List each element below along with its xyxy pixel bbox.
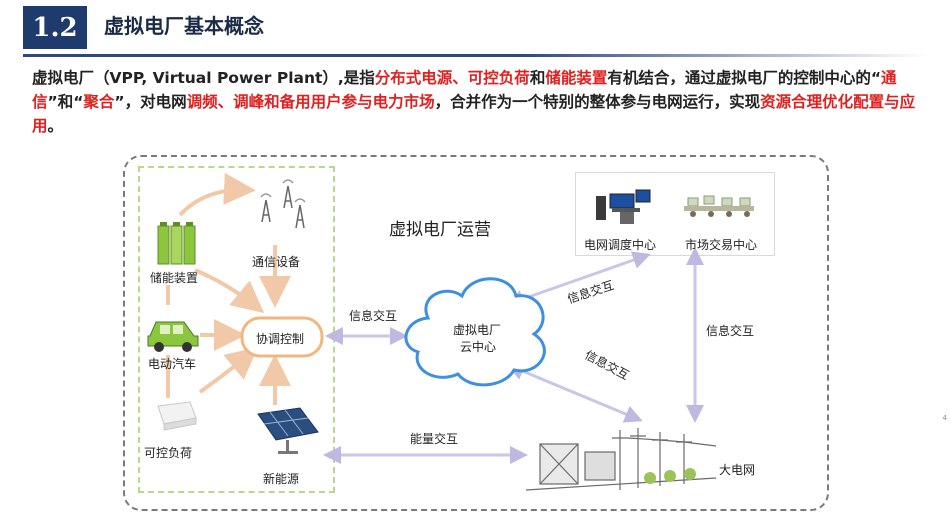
market-center-label: 市场交易中心 [685, 238, 758, 252]
diagram-title: 虚拟电厂运营 [389, 220, 491, 240]
storage-label: 储能装置 [150, 271, 199, 285]
header-divider [23, 54, 928, 57]
intro-highlight: 分布式电源、可控负荷 [374, 69, 530, 87]
battery-icon [157, 222, 196, 265]
intro-text: 有机结合，通过虚拟电厂的控制中心的“ [607, 69, 882, 87]
page-number: 4 [942, 414, 947, 422]
load-device-icon [157, 401, 197, 431]
page-title: 虚拟电厂基本概念 [104, 14, 264, 38]
intro-text: 和 [529, 69, 546, 87]
energy-exchange-label: 能量交互 [410, 432, 459, 446]
controllable-load-label: 可控负荷 [144, 446, 193, 460]
dispatch-center-label: 电网调度中心 [584, 238, 657, 252]
section-number-badge: 1.2 [23, 6, 87, 49]
intro-highlight: 储能装置 [545, 69, 608, 87]
antenna-icon [260, 179, 306, 229]
intro-highlight: 资源合理优化配置与应用 [32, 93, 916, 135]
intro-highlight: 调频、调峰和备用用户参与电力市场 [186, 93, 435, 111]
tree-icon [644, 468, 696, 484]
ev-label: 电动汽车 [148, 357, 197, 371]
coordination-control-box [240, 316, 324, 358]
telecom-label: 通信设备 [252, 255, 301, 269]
substation-icon [525, 428, 717, 491]
intro-text: ，合并作为一个特别的整体参与电网运行，实现 [434, 93, 761, 111]
intro-paragraph: 虚拟电厂（VPP, Virtual Power Plant）,是指分布式电源、可… [32, 66, 924, 138]
intro-text: 。 [47, 117, 64, 135]
resource-to-control-arrows [166, 172, 291, 405]
electric-car-icon [147, 321, 199, 352]
cloud-label-line1: 虚拟电厂 [453, 323, 502, 337]
new-energy-label: 新能源 [263, 472, 300, 486]
intro-highlight: 聚合 [83, 93, 115, 111]
intro-text: ”和“ [47, 93, 84, 111]
vpp-diagram-frame [123, 155, 829, 511]
info-exchange-left-label: 信息交互 [349, 309, 398, 323]
info-exchange-right-label: 信息交互 [706, 324, 755, 338]
trading-center-icon [684, 195, 754, 217]
intro-highlight: 通信 [32, 69, 897, 111]
cloud-label-line2: 云中心 [460, 340, 497, 354]
solar-panel-icon [257, 407, 319, 454]
control-centers-frame [575, 172, 775, 256]
dispatch-center-icon [596, 189, 651, 224]
intro-text: 虚拟电厂（VPP, Virtual Power Plant）,是指 [32, 69, 375, 87]
cloud-center-icon [404, 277, 546, 387]
intro-text: ”，对电网 [114, 93, 187, 111]
coordination-label: 协调控制 [256, 332, 305, 346]
information-exchange-arrows [323, 247, 704, 464]
grid-label: 大电网 [719, 463, 756, 477]
